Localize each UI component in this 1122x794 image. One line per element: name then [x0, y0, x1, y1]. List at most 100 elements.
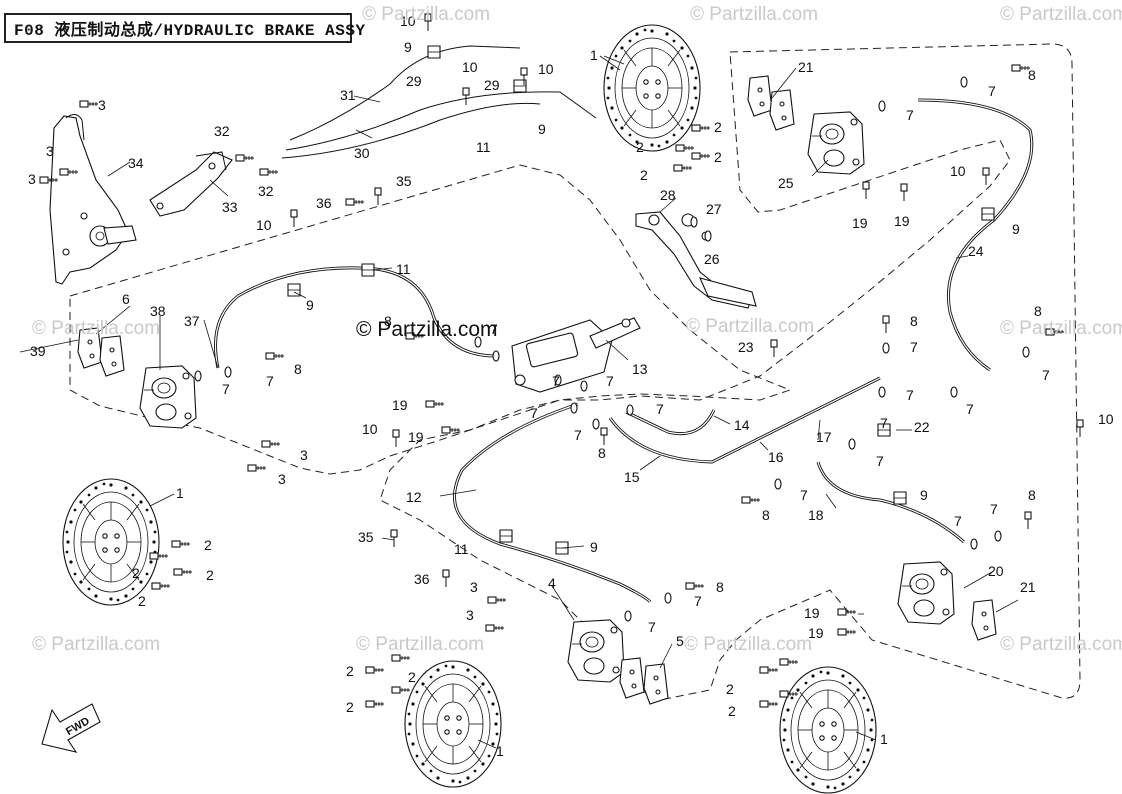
- callout: 1: [590, 47, 598, 63]
- callout: 1: [880, 731, 888, 747]
- callout: 8: [1028, 487, 1036, 503]
- brake-hose-24: [917, 98, 1034, 372]
- callout: 12: [406, 489, 422, 505]
- callout: 33: [222, 199, 238, 215]
- callout: 8: [598, 445, 606, 461]
- callout: 10: [462, 59, 478, 75]
- callout: 10: [362, 421, 378, 437]
- callout: 7: [574, 427, 582, 443]
- front-assembly-outline: [69, 164, 792, 475]
- callout: 20: [988, 563, 1004, 579]
- callout: 7: [694, 593, 702, 609]
- callout: 2: [640, 167, 648, 183]
- parking-brake-lever: [49, 114, 137, 285]
- callout: 19: [408, 429, 424, 445]
- callout: 37: [184, 313, 200, 329]
- callout: 10: [400, 13, 416, 29]
- caliper-front-left: [139, 365, 197, 429]
- callout: 1: [496, 743, 504, 759]
- callout: 35: [358, 529, 374, 545]
- callout: 7: [266, 373, 274, 389]
- callout: 18: [808, 507, 824, 523]
- callout: 7: [988, 83, 996, 99]
- callout: 19: [804, 605, 820, 621]
- callout: 22: [914, 419, 930, 435]
- callout: 30: [354, 145, 370, 161]
- callout: 3: [466, 607, 474, 623]
- callout: 2: [636, 139, 644, 155]
- callout: 24: [968, 243, 984, 259]
- callout: 2: [726, 681, 734, 697]
- watermark-center: © Partzilla.com: [356, 318, 498, 341]
- callout: 34: [128, 155, 144, 171]
- callout: 7: [552, 373, 560, 389]
- callout: 17: [816, 429, 832, 445]
- callout: 11: [454, 541, 469, 557]
- callout: 8: [762, 507, 770, 523]
- caliper-rear-bottom: [897, 561, 955, 625]
- callout: 2: [728, 703, 736, 719]
- callout: 2: [346, 663, 354, 679]
- watermark-low-right: © Partzilla.com: [684, 634, 813, 655]
- callout: 21: [1020, 579, 1036, 595]
- callout: 3: [300, 447, 308, 463]
- callout: 36: [414, 571, 430, 587]
- callout: 9: [590, 539, 598, 555]
- callout: 1: [176, 485, 184, 501]
- master-cylinder: [511, 317, 641, 393]
- callout: 9: [404, 39, 412, 55]
- callout: 7: [490, 321, 498, 337]
- callout: 7: [966, 401, 974, 417]
- leader-lines: [19, 55, 1019, 749]
- callout: 3: [470, 579, 478, 595]
- callout: 8: [384, 313, 392, 329]
- callout: 27: [706, 201, 722, 217]
- callout: 10: [256, 217, 272, 233]
- callout: 2: [346, 699, 354, 715]
- diagram-title: F08 液压制动总成/HYDRAULIC BRAKE ASSY: [4, 13, 365, 43]
- brake-hose-37: [214, 266, 497, 369]
- brake-pad-rear-top-a: [747, 75, 773, 117]
- callout: 23: [738, 339, 754, 355]
- callout: 7: [1042, 367, 1050, 383]
- brake-pad-front-right-a: [619, 657, 645, 699]
- callout-labels: 1 1 1 1 2 2 2 2 2 2 2 2 2 2 2 2 2 3 3 3 …: [28, 13, 1114, 759]
- brake-disc-bottom-center: [404, 660, 502, 788]
- callout: 7: [906, 107, 914, 123]
- callout: 3: [98, 97, 106, 113]
- callout: 8: [1034, 303, 1042, 319]
- callout: 7: [880, 415, 888, 431]
- callout: 7: [800, 487, 808, 503]
- callout: 3: [28, 171, 36, 187]
- brake-pad-front-right-b: [643, 663, 669, 705]
- callout: 7: [222, 381, 230, 397]
- callout: 9: [1012, 221, 1020, 237]
- callout: 2: [206, 567, 214, 583]
- watermark-mid-left: © Partzilla.com: [32, 318, 161, 339]
- brake-pad-rear-bottom: [971, 599, 997, 641]
- callout: 2: [132, 565, 140, 581]
- caliper-front-right: [567, 619, 625, 683]
- watermark-low-left: © Partzilla.com: [32, 634, 161, 655]
- callout: 7: [906, 387, 914, 403]
- parking-brake-bracket: [149, 151, 233, 217]
- callout: 15: [624, 469, 640, 485]
- callout: 35: [396, 173, 412, 189]
- watermark-far-right: © Partzilla.com: [1000, 318, 1122, 339]
- callout: 2: [408, 669, 416, 685]
- watermark-mid-right: © Partzilla.com: [686, 316, 815, 337]
- callout: 29: [406, 73, 422, 89]
- callout: 7: [910, 339, 918, 355]
- watermark-top-left: © Partzilla.com: [362, 4, 491, 25]
- callout: 11: [396, 261, 411, 277]
- callout: 25: [778, 175, 794, 191]
- callout: 10: [1098, 411, 1114, 427]
- callout: 2: [714, 119, 722, 135]
- callout: 8: [294, 361, 302, 377]
- callout: 5: [676, 633, 684, 649]
- callout: 21: [798, 59, 814, 75]
- callout: 31: [340, 87, 356, 103]
- brake-line-16: [608, 376, 881, 464]
- callout: 38: [150, 303, 166, 319]
